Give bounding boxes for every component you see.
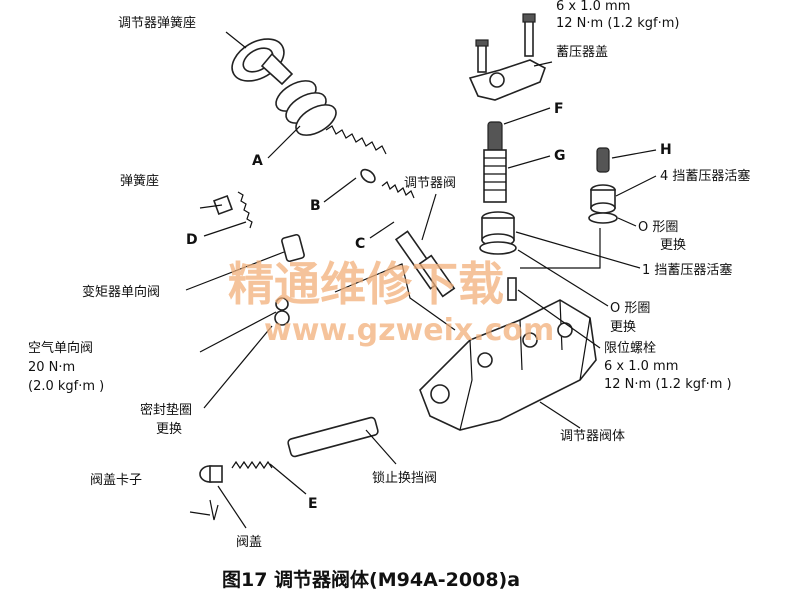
label-fourth-accumulator-piston: 4 挡蓄压器活塞 xyxy=(660,168,750,184)
label-o-ring-center-note: 更换 xyxy=(610,320,636,335)
letter-h: H xyxy=(660,142,672,158)
leader-sealing-washer xyxy=(203,325,273,409)
leader-f xyxy=(503,107,551,125)
label-regulator-valve-body: 调节器阀体 xyxy=(560,429,625,444)
label-valve-cap: 阀盖 xyxy=(236,535,262,550)
label-air-check-valve: 空气单向阀 xyxy=(28,340,93,356)
label-o-ring-right: O 形圈 xyxy=(638,220,678,235)
label-lock-up-shift-valve: 锁止换挡阀 xyxy=(372,470,437,486)
lock-up-shift-valve-part xyxy=(287,416,379,458)
letter-e: E xyxy=(308,496,318,512)
letter-f: F xyxy=(554,101,564,117)
accumulator-cover-part xyxy=(468,13,546,101)
leader-e xyxy=(269,463,307,495)
label-accumulator-cover: 蓄压器盖 xyxy=(556,45,608,60)
air-check-valve-part xyxy=(274,297,290,326)
tc-check-valve-part xyxy=(281,233,305,263)
letter-d: D xyxy=(186,232,198,248)
figure-caption: 图17 调节器阀体(M94A-2008)a xyxy=(222,568,520,591)
leader-c xyxy=(369,221,395,239)
label-stop-bolt: 限位螺栓 xyxy=(604,341,656,356)
label-sealing-washer-note: 更换 xyxy=(156,422,182,437)
valve-cap-part xyxy=(199,465,223,483)
label-top-bolt-torque: 12 N·m (1.2 kgf·m) xyxy=(556,16,679,31)
valve-cap-clip-part xyxy=(209,499,219,521)
leader-a xyxy=(267,125,301,159)
assembly-guide-line-2 xyxy=(520,228,601,269)
letter-c: C xyxy=(355,236,365,252)
label-top-bolt-size: 6 x 1.0 mm xyxy=(556,0,630,14)
spring-seat-part xyxy=(213,195,233,215)
assembly-guide-line xyxy=(334,263,456,331)
leader-tc-check-valve xyxy=(185,251,285,291)
leader-air-check-valve xyxy=(199,311,277,353)
leader-b xyxy=(323,177,357,203)
leader-lock-up-shift-valve xyxy=(365,429,397,465)
label-valve-cap-clip: 阀盖卡子 xyxy=(90,473,142,488)
regulator-valve-part xyxy=(394,230,456,298)
leader-o-ring-right xyxy=(617,217,637,227)
label-o-ring-center: O 形圈 xyxy=(610,301,650,316)
leader-first-piston xyxy=(515,231,641,269)
label-torque-converter-check-valve: 变矩器单向阀 xyxy=(82,284,160,300)
label-o-ring-right-note: 更换 xyxy=(660,238,686,253)
label-stop-bolt-size: 6 x 1.0 mm xyxy=(604,359,678,374)
leader-o-ring-center xyxy=(517,249,609,307)
leader-accumulator-cover xyxy=(533,61,553,67)
first-accumulator-piston-part xyxy=(479,211,517,255)
label-stop-bolt-torque: 12 N·m (1.2 kgf·m ) xyxy=(604,377,732,392)
leader-spring-seat xyxy=(199,204,223,209)
label-sealing-washer: 密封垫圈 xyxy=(140,402,192,418)
letter-g: G xyxy=(554,148,566,164)
regulator-spring-seat-part xyxy=(231,38,294,86)
label-regulator-spring-seat: 调节器弹簧座 xyxy=(118,15,196,31)
leader-valve-body xyxy=(539,401,581,429)
regulator-valve-body-part xyxy=(419,299,597,431)
spring-f-part xyxy=(487,121,503,153)
letter-b: B xyxy=(310,198,321,214)
spring-b-part xyxy=(325,125,387,184)
spring-e-part xyxy=(231,460,273,470)
spring-g-part xyxy=(483,149,507,203)
leader-regulator-spring-seat xyxy=(225,31,247,49)
watermark-cn: 精通维修下载 xyxy=(228,257,504,311)
leader-regulator-valve xyxy=(421,193,437,241)
label-air-check-valve-torque-1: 20 N·m xyxy=(28,360,75,375)
leader-stop-bolt xyxy=(517,289,601,349)
leader-fourth-piston xyxy=(615,175,657,197)
label-regulator-valve: 调节器阀 xyxy=(404,176,456,191)
watermark-url: www.gzweix.com xyxy=(264,313,554,348)
label-air-check-valve-torque-2: (2.0 kgf·m ) xyxy=(28,379,104,394)
leader-d xyxy=(203,221,247,237)
leader-g xyxy=(507,155,551,169)
spring-d-part xyxy=(237,191,253,229)
big-spring-part xyxy=(275,80,337,136)
label-spring-seat: 弹簧座 xyxy=(120,173,159,189)
leader-h xyxy=(611,149,657,159)
fourth-accumulator-piston-part xyxy=(588,147,618,224)
spring-c-part xyxy=(381,181,415,199)
letter-a: A xyxy=(252,153,263,169)
label-first-accumulator-piston: 1 挡蓄压器活塞 xyxy=(642,262,732,278)
stop-bolt-part xyxy=(507,277,517,301)
leader-valve-cap xyxy=(217,485,247,529)
leader-valve-cap-clip xyxy=(189,511,211,516)
